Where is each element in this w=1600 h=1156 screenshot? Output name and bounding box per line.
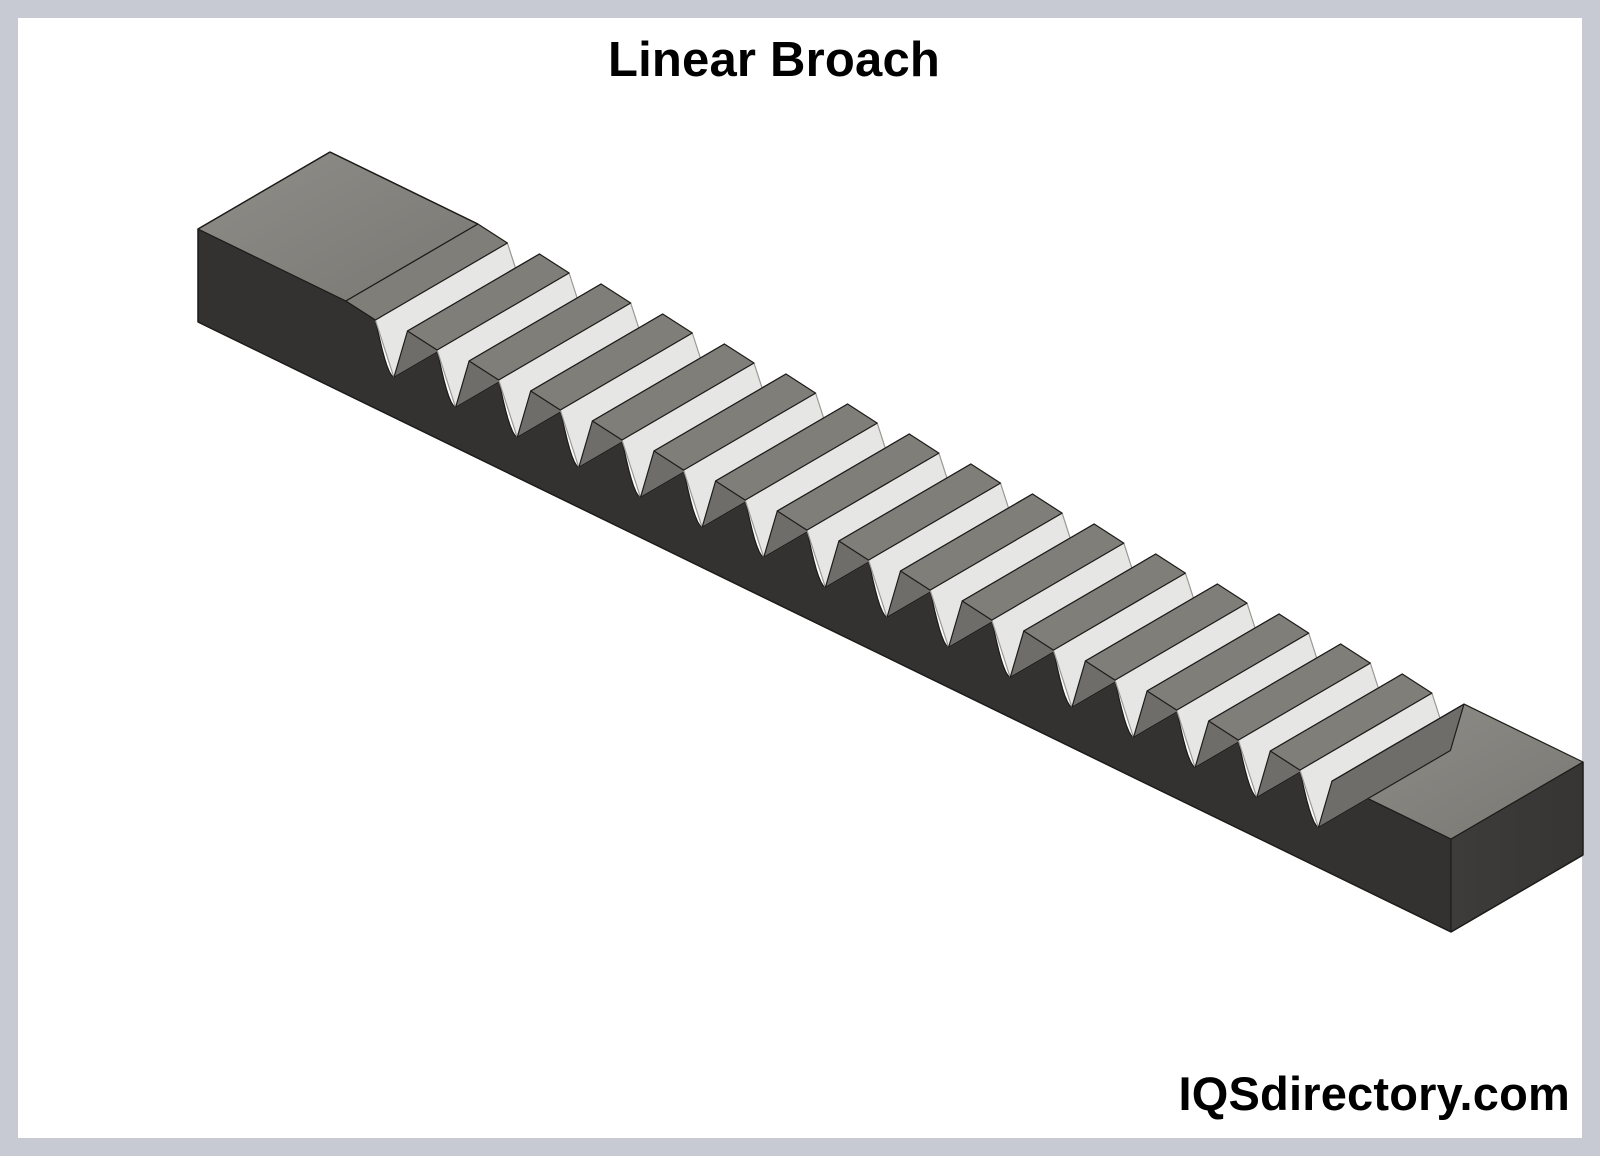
tooth-land-6 bbox=[653, 373, 817, 471]
diagram-title: Linear Broach bbox=[607, 33, 941, 87]
tooth-land-1 bbox=[345, 223, 508, 321]
tooth-land-2 bbox=[406, 253, 570, 351]
tooth-land-12 bbox=[1023, 553, 1187, 651]
shank-back-edge bbox=[329, 151, 479, 225]
tooth-land-15 bbox=[1208, 643, 1371, 741]
tooth-land-3 bbox=[468, 283, 632, 381]
tooth-land-10 bbox=[899, 493, 1063, 591]
tooth-land-8 bbox=[776, 433, 940, 531]
bottom-edge bbox=[197, 321, 1452, 933]
broach-body bbox=[197, 151, 1584, 933]
shank-left-edge bbox=[197, 151, 331, 230]
tooth-land-4 bbox=[530, 313, 693, 411]
watermark-text: IQSdirectory.com bbox=[1178, 1067, 1570, 1120]
tooth-land-7 bbox=[714, 403, 878, 501]
tooth-land-11 bbox=[961, 523, 1125, 621]
tooth-land-9 bbox=[838, 463, 1002, 561]
tooth-land-16 bbox=[1269, 673, 1433, 771]
tooth-land-14 bbox=[1146, 613, 1310, 711]
end-bottom-edge bbox=[1450, 854, 1584, 933]
tooth-land-13 bbox=[1084, 583, 1248, 681]
tooth-land-5 bbox=[591, 343, 755, 441]
pilot-lead-in bbox=[1331, 703, 1465, 782]
